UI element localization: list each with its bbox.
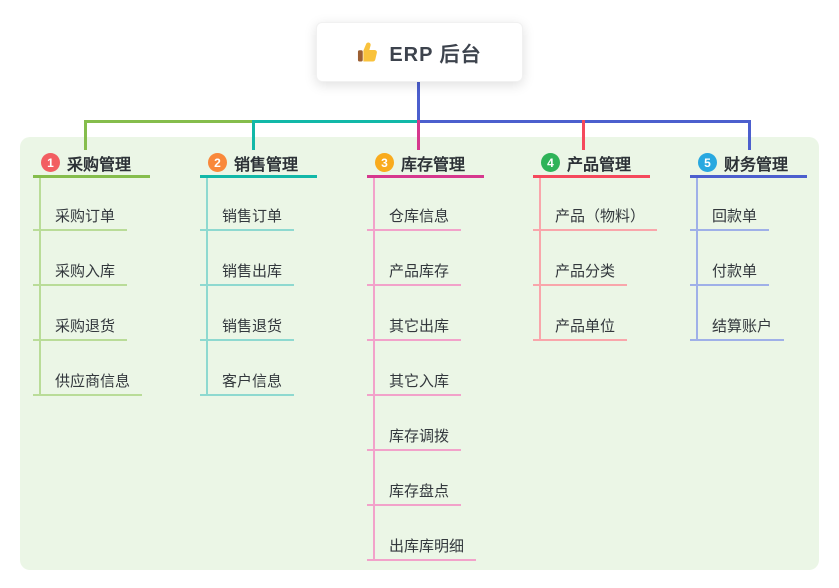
root-node[interactable]: ERP 后台: [316, 22, 523, 82]
branch-spine-line: [206, 178, 208, 396]
branch-products: 4 产品管理 产品（物料） 产品分类 产品单位: [533, 150, 658, 341]
branch-header-products[interactable]: 4 产品管理: [533, 150, 650, 178]
branch-label: 库存管理: [401, 156, 466, 174]
branch-number-badge: 1: [41, 153, 60, 172]
root-connector-line: [417, 81, 420, 121]
branch-drop-line-5: [748, 120, 751, 150]
branch-spine-line: [696, 178, 698, 341]
branches-panel: [20, 137, 819, 570]
branch-procurement: 1 采购管理 采购订单 采购入库 采购退货 供应商信息: [33, 150, 150, 396]
branch-drop-line-2: [252, 120, 255, 150]
branch-label: 产品管理: [567, 156, 632, 174]
branch-number-badge: 4: [541, 153, 560, 172]
bus-line-segment-1: [84, 120, 254, 123]
branch-spine-line: [373, 178, 375, 561]
branch-drop-line-4: [582, 120, 585, 150]
branch-header-procurement[interactable]: 1 采购管理: [33, 150, 150, 178]
child-node[interactable]: 其它出库: [367, 309, 462, 341]
child-node[interactable]: 付款单: [690, 254, 770, 286]
child-node[interactable]: 采购退货: [33, 309, 128, 341]
child-node[interactable]: 产品单位: [533, 309, 628, 341]
branch-finance: 5 财务管理 回款单 付款单 结算账户: [690, 150, 807, 341]
branch-sales: 2 销售管理 销售订单 销售出库 销售退货 客户信息: [200, 150, 317, 396]
branch-number-badge: 3: [375, 153, 394, 172]
child-node[interactable]: 供应商信息: [33, 364, 143, 396]
branch-label: 采购管理: [67, 156, 132, 174]
child-node[interactable]: 销售订单: [200, 199, 295, 231]
branch-header-sales[interactable]: 2 销售管理: [200, 150, 317, 178]
child-node[interactable]: 采购订单: [33, 199, 128, 231]
branch-spine-line: [39, 178, 41, 396]
bus-line-segment-2: [252, 120, 420, 123]
child-node[interactable]: 仓库信息: [367, 199, 462, 231]
root-label: ERP 后台: [389, 43, 482, 66]
branch-label: 财务管理: [724, 156, 789, 174]
child-node[interactable]: 采购入库: [33, 254, 128, 286]
branch-number-badge: 2: [208, 153, 227, 172]
branch-label: 销售管理: [234, 156, 299, 174]
branch-inventory: 3 库存管理 仓库信息 产品库存 其它出库 其它入库 库存调拨 库存盘点 出库库…: [367, 150, 484, 561]
child-node[interactable]: 产品（物料）: [533, 199, 658, 231]
thumbs-up-icon: [357, 41, 380, 64]
child-node[interactable]: 销售出库: [200, 254, 295, 286]
child-node[interactable]: 出库库明细: [367, 529, 477, 561]
child-node[interactable]: 回款单: [690, 199, 770, 231]
child-node[interactable]: 客户信息: [200, 364, 295, 396]
child-node[interactable]: 销售退货: [200, 309, 295, 341]
child-node[interactable]: 库存盘点: [367, 474, 462, 506]
branch-drop-line-1: [84, 120, 87, 150]
branch-drop-line-3: [417, 120, 420, 150]
branch-header-finance[interactable]: 5 财务管理: [690, 150, 807, 178]
child-node[interactable]: 其它入库: [367, 364, 462, 396]
child-node[interactable]: 产品库存: [367, 254, 462, 286]
branch-number-badge: 5: [698, 153, 717, 172]
child-node[interactable]: 结算账户: [690, 309, 785, 341]
child-node[interactable]: 产品分类: [533, 254, 628, 286]
child-node[interactable]: 库存调拨: [367, 419, 462, 451]
branch-header-inventory[interactable]: 3 库存管理: [367, 150, 484, 178]
branch-spine-line: [539, 178, 541, 341]
